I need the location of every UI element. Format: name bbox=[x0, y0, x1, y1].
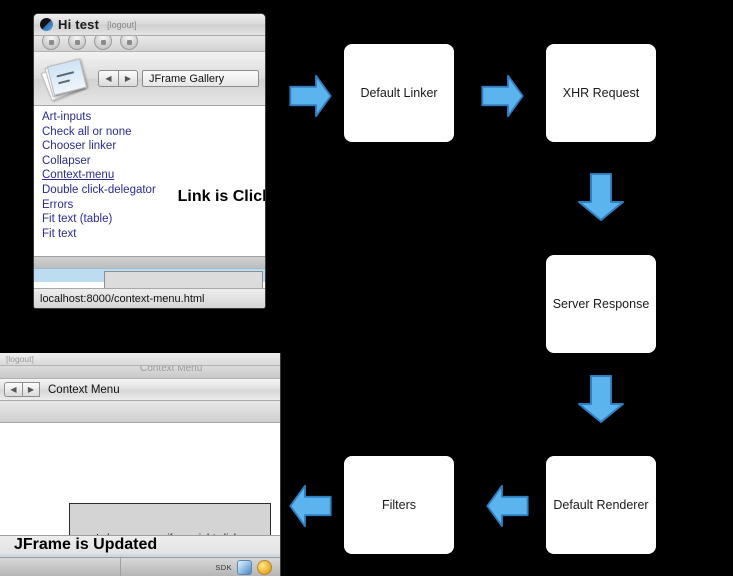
flow-arrow-right-1 bbox=[283, 70, 338, 122]
browser-titlebar: Hi test [logout] bbox=[34, 14, 265, 36]
photo-stack-icon bbox=[40, 57, 88, 101]
status-url: localhost:8000/context-menu.html bbox=[40, 292, 205, 305]
list-item-context-menu[interactable]: Context-menu bbox=[42, 169, 115, 182]
flow-arrow-down-2 bbox=[575, 370, 627, 428]
forward-icon[interactable]: ▶ bbox=[118, 70, 138, 87]
flow-arrow-right-2 bbox=[475, 70, 530, 122]
toolbar-round-button-3[interactable] bbox=[94, 36, 112, 50]
gallery-link-list: Art-inputs Check all or none Chooser lin… bbox=[42, 110, 265, 241]
context-window-topbar: [logout] bbox=[0, 353, 280, 366]
app-yellow-icon[interactable] bbox=[257, 559, 272, 575]
ghost-title-text: Context Menu bbox=[140, 366, 203, 374]
flow-arrow-left-2 bbox=[283, 480, 338, 532]
address-input[interactable]: JFrame Gallery bbox=[142, 70, 259, 87]
dock-bar: SDK bbox=[0, 557, 280, 576]
list-item[interactable]: Art-inputs bbox=[42, 111, 92, 123]
flow-node-filters: Filters bbox=[344, 456, 454, 554]
flow-node-label: Default Renderer bbox=[553, 498, 649, 512]
flow-node-default-renderer: Default Renderer bbox=[546, 456, 656, 554]
list-item[interactable]: Fit text (table) bbox=[42, 213, 113, 226]
flow-node-default-linker: Default Linker bbox=[344, 44, 454, 142]
flow-node-server-response: Server Response bbox=[546, 255, 656, 353]
browser-navbar: ◀ ▶ JFrame Gallery bbox=[34, 52, 265, 106]
browser-content: Art-inputs Check all or none Chooser lin… bbox=[34, 106, 265, 256]
logout-link[interactable]: [logout] bbox=[6, 354, 34, 364]
flow-node-label: Default Linker bbox=[360, 86, 438, 100]
browser-round-button-row bbox=[34, 36, 265, 52]
sdk-label: SDK bbox=[215, 562, 232, 572]
list-item[interactable]: Fit text bbox=[42, 227, 77, 240]
list-item[interactable]: Double click-delegator bbox=[42, 183, 156, 196]
context-window-bottom-band: JFrame is Updated SDK bbox=[0, 535, 280, 576]
browser-nav-arrows: ◀ ▶ bbox=[98, 70, 138, 87]
list-item[interactable]: Chooser linker bbox=[42, 140, 117, 153]
back-icon[interactable]: ◀ bbox=[98, 70, 118, 87]
toolbar-round-button-2[interactable] bbox=[68, 36, 86, 50]
app-blue-icon[interactable] bbox=[237, 559, 252, 575]
browser-blue-band bbox=[34, 268, 265, 294]
flow-arrow-down-1 bbox=[575, 168, 627, 226]
list-item[interactable]: Check all or none bbox=[42, 125, 132, 138]
half-circle-logo-icon bbox=[40, 18, 53, 31]
toolbar-round-button-1[interactable] bbox=[42, 36, 60, 50]
flow-arrow-left-1 bbox=[480, 480, 535, 532]
browser-window[interactable]: Hi test [logout] ◀ ▶ JFrame Gallery bbox=[33, 13, 266, 309]
context-window-subbar bbox=[0, 401, 280, 423]
link-click-message: Link is Click bbox=[177, 188, 265, 205]
list-item[interactable]: Collapser bbox=[42, 154, 91, 167]
tab-context-menu[interactable]: Context Menu bbox=[48, 383, 120, 396]
logout-link[interactable]: [logout] bbox=[107, 19, 137, 30]
context-menu-window[interactable]: [logout] Context Menu ◀ ▶ Context Menu I… bbox=[0, 353, 281, 576]
flow-node-label: XHR Request bbox=[562, 86, 640, 100]
context-window-navbar: ◀ ▶ Context Menu bbox=[0, 379, 280, 401]
flow-node-label: Filters bbox=[381, 498, 417, 512]
list-item[interactable]: Errors bbox=[42, 198, 74, 211]
dock-separator bbox=[120, 558, 121, 576]
page-title: Hi test bbox=[58, 17, 100, 32]
flow-node-xhr-request: XHR Request bbox=[546, 44, 656, 142]
browser-grey-divider bbox=[34, 256, 265, 268]
context-window-ghost-title: Context Menu bbox=[0, 366, 280, 379]
jframe-updated-banner: JFrame is Updated bbox=[14, 536, 158, 553]
context-window-content: I show a menu if you right click anywher… bbox=[0, 423, 280, 576]
forward-icon[interactable]: ▶ bbox=[22, 382, 40, 397]
toolbar-round-button-4[interactable] bbox=[120, 36, 138, 50]
browser-address-group: ◀ ▶ JFrame Gallery bbox=[98, 70, 259, 87]
back-icon[interactable]: ◀ bbox=[4, 382, 22, 397]
status-bar: localhost:8000/context-menu.html bbox=[34, 288, 265, 308]
flow-node-label: Server Response bbox=[552, 297, 650, 311]
